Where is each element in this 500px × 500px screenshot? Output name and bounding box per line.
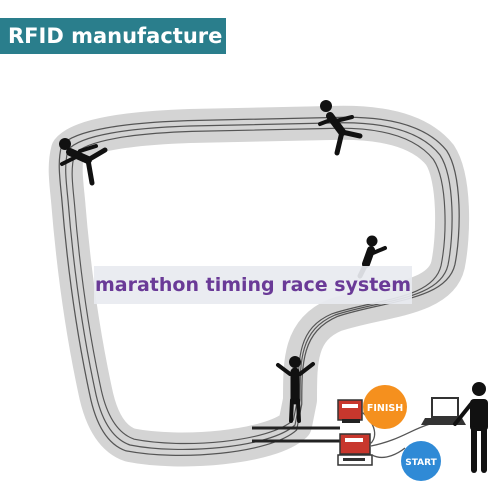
caption-box: marathon timing race system: [94, 266, 412, 304]
start-badge: START: [401, 441, 441, 481]
finish-badge-label: FINISH: [367, 403, 403, 414]
running-track: [48, 105, 470, 467]
laptop-icon: [421, 397, 466, 425]
start-badge-label: START: [405, 458, 437, 468]
finisher-icon: [276, 356, 315, 423]
timing-mat-lines: [252, 426, 340, 443]
operator-icon: [453, 382, 488, 473]
rfid-reader-icon: [337, 433, 373, 466]
brand-banner: RFID manufacture: [0, 18, 226, 54]
runner-icon: [318, 100, 363, 156]
rfid-reader-icon: [337, 399, 363, 423]
finish-badge: FINISH: [363, 385, 407, 429]
runner-icon: [59, 138, 108, 186]
brand-label: RFID manufacture: [8, 24, 223, 48]
caption-label: marathon timing race system: [95, 274, 411, 296]
